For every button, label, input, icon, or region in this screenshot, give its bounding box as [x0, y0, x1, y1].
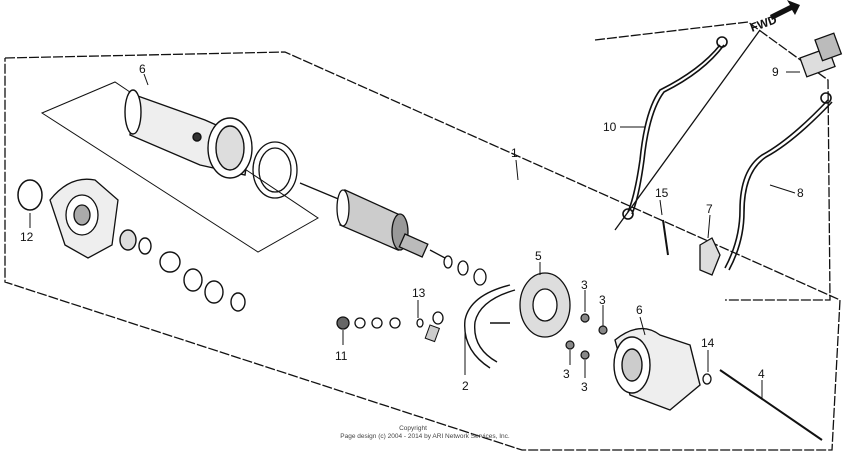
cable-box-divider	[614, 29, 761, 231]
callout-3-b: 3	[599, 293, 606, 307]
leader-lines	[29, 71, 800, 400]
yoke-housing	[124, 89, 253, 179]
callout-3-c: 3	[563, 367, 570, 381]
callout-15: 15	[655, 186, 669, 200]
o-ring	[17, 179, 43, 211]
callout-11: 11	[335, 349, 348, 363]
grommet	[424, 324, 441, 343]
callout-3-d: 3	[581, 380, 588, 394]
callout-numbers: 6 1 12 5 2 13 11 3 3 3 3 6 14 4 10 9 8 1…	[20, 62, 804, 394]
forward-direction-arrow: FWD	[748, 0, 800, 35]
callout-5: 5	[535, 249, 542, 263]
callout-6-housing: 6	[636, 303, 643, 317]
screws	[565, 313, 608, 360]
footer-page-design: Page design (c) 2004 - 2014 by ARI Netwo…	[340, 433, 510, 440]
through-bolt-washer	[702, 373, 712, 385]
callout-14: 14	[701, 336, 715, 350]
footer-copyright: Copyright	[399, 425, 427, 432]
terminal-boot	[699, 237, 721, 276]
terminal-nut-washers	[336, 311, 444, 330]
bearing-and-washers	[119, 229, 246, 312]
rear-housing	[613, 327, 701, 411]
brush-plate	[519, 272, 571, 338]
fwd-label: FWD	[748, 12, 779, 35]
cable-connector	[799, 32, 843, 78]
ground-bolt	[662, 219, 669, 256]
assembly-outline	[4, 51, 841, 451]
callout-1: 1	[511, 146, 518, 160]
callout-12: 12	[20, 230, 34, 244]
through-bolt	[719, 369, 823, 441]
armature-washers	[443, 255, 487, 286]
callout-2: 2	[462, 379, 469, 393]
armature	[299, 182, 446, 259]
callout-6-yoke: 6	[139, 62, 146, 76]
callout-13: 13	[412, 286, 426, 300]
brush-holder	[464, 284, 516, 369]
callout-10: 10	[603, 120, 617, 134]
cable-box-outline	[594, 21, 831, 301]
subassembly-box	[40, 81, 319, 253]
callout-4: 4	[758, 367, 765, 381]
front-housing	[49, 178, 119, 259]
cables	[622, 36, 833, 271]
callout-8: 8	[797, 186, 804, 200]
callout-9: 9	[772, 65, 779, 79]
callout-3-a: 3	[581, 278, 588, 292]
callout-7: 7	[706, 202, 713, 216]
insulator-ring	[252, 141, 298, 199]
